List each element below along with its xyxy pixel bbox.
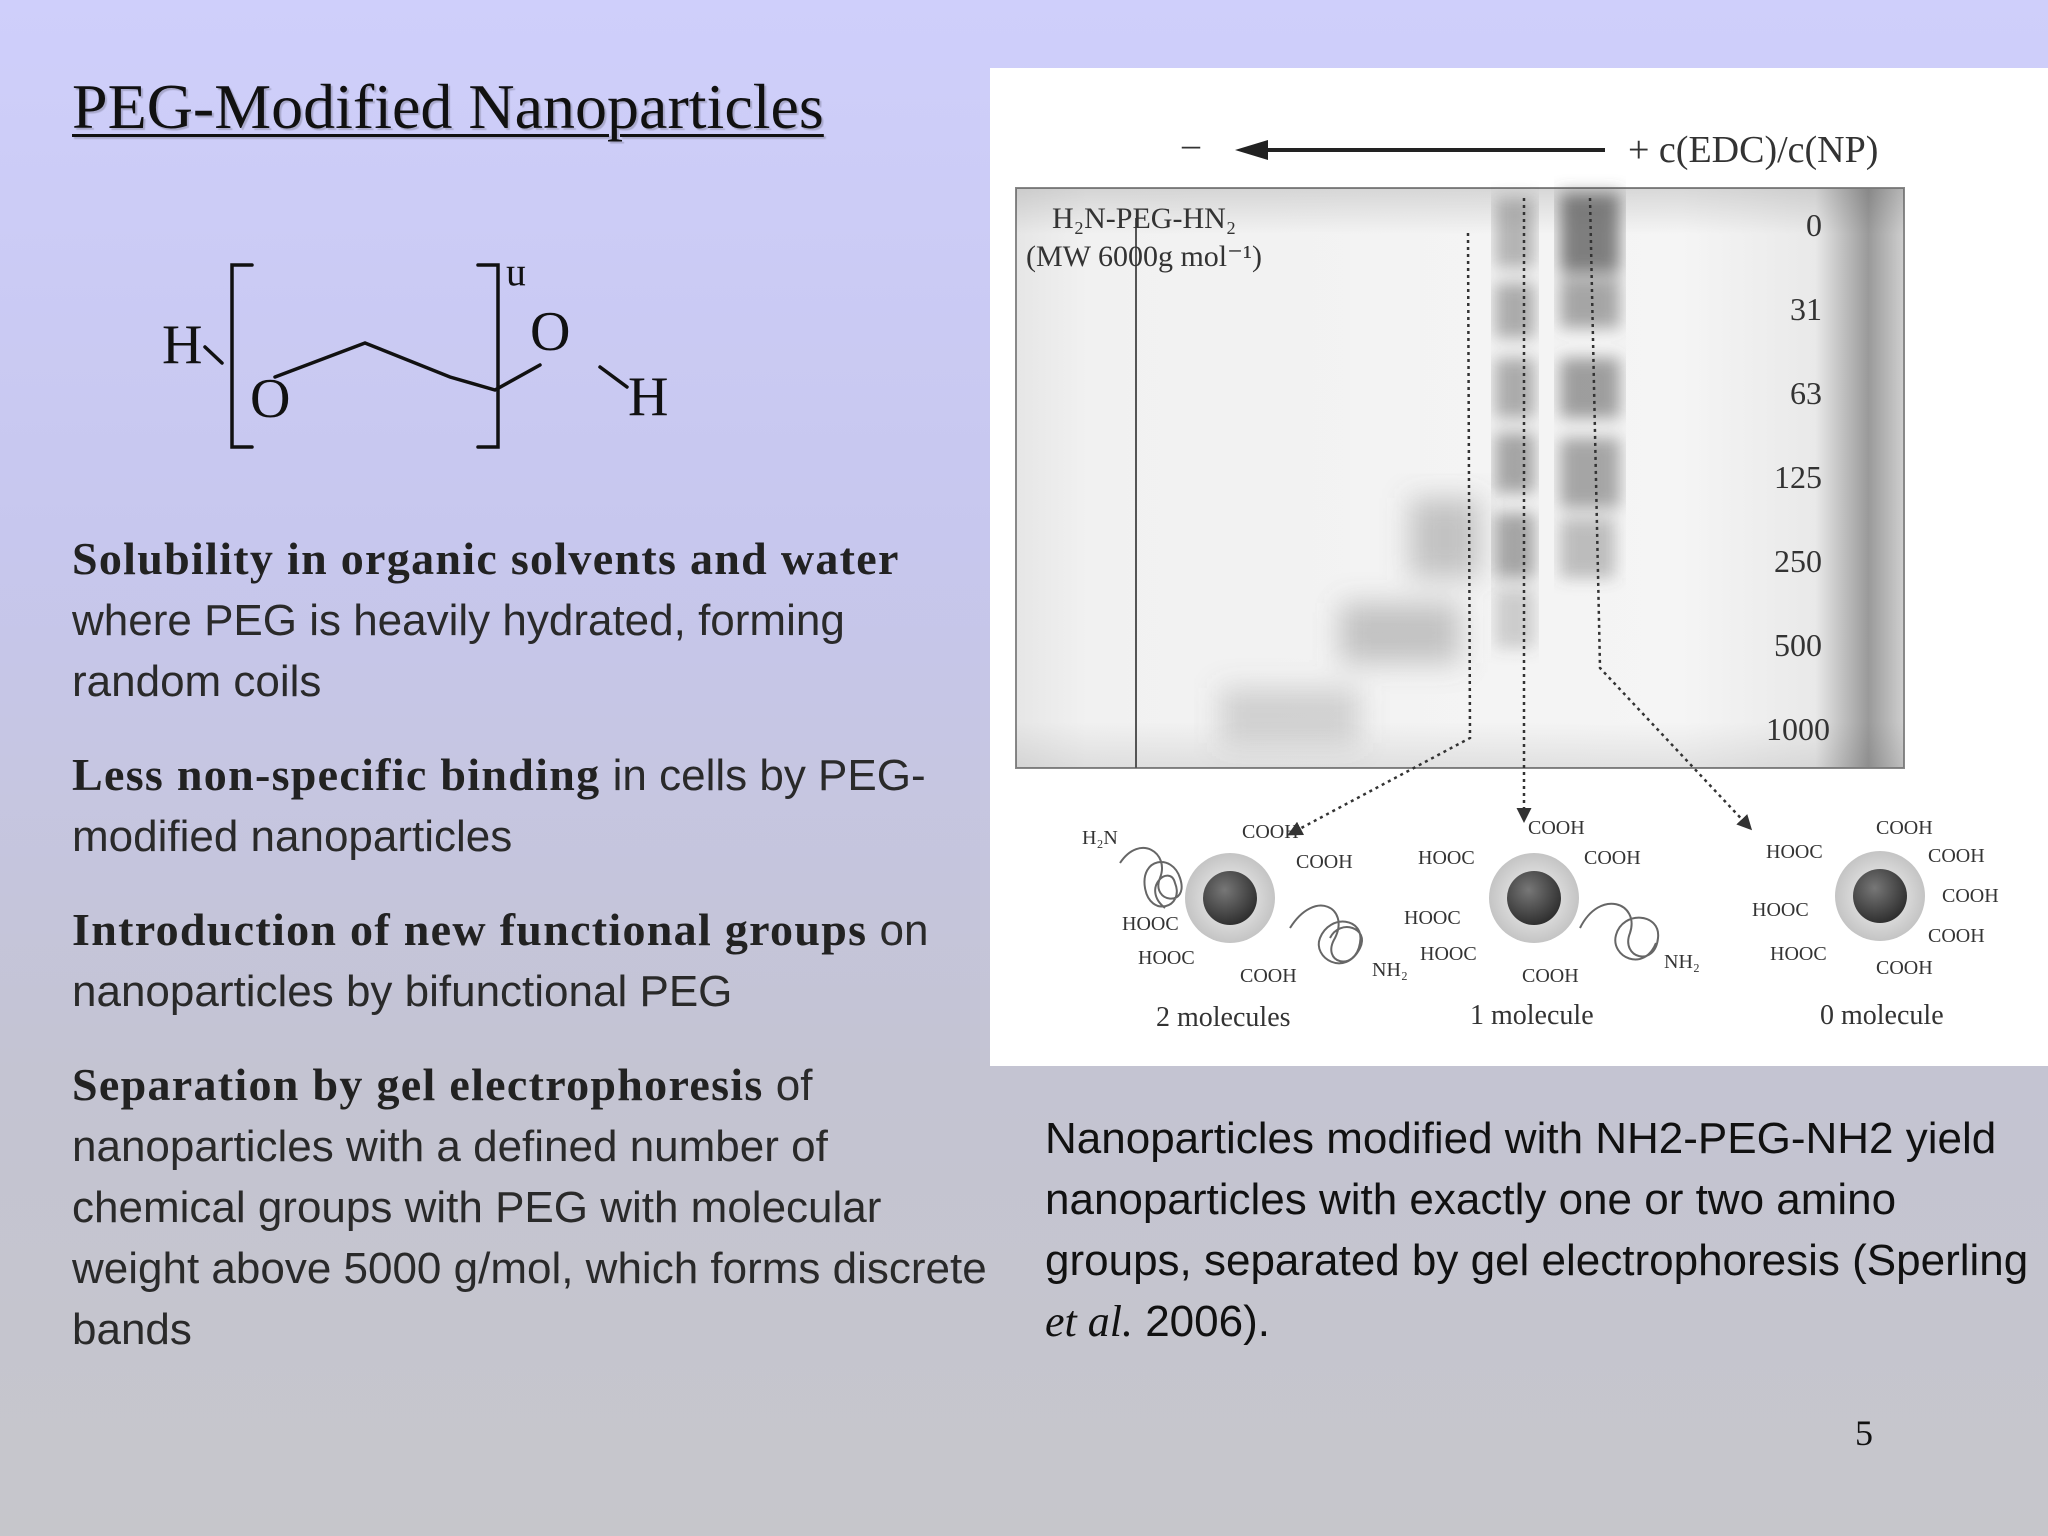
- label-0-molecule: 0 molecule: [1820, 1000, 1944, 1031]
- lane-value: 1000: [1766, 711, 1830, 747]
- svg-text:COOH: COOH: [1240, 965, 1297, 987]
- lane-value: 31: [1790, 291, 1822, 327]
- axis-label: + c(EDC)/c(NP): [1628, 129, 1878, 171]
- svg-text:COOH: COOH: [1242, 821, 1299, 843]
- svg-text:COOH: COOH: [1296, 851, 1353, 873]
- svg-text:HOOC: HOOC: [1752, 899, 1809, 921]
- atom-h-right: H: [628, 366, 668, 428]
- lane-value: 250: [1774, 543, 1822, 579]
- svg-text:H₂N: H₂N: [1082, 827, 1118, 849]
- svg-text:COOH: COOH: [1584, 847, 1641, 869]
- gel-electrophoresis-figure: – + c(EDC)/c(NP): [990, 68, 2048, 1066]
- bullet-list: Solubility in organic solvents and water…: [72, 528, 1002, 1392]
- gel-label-peg: H₂N-PEG-HN₂: [1052, 202, 1236, 235]
- lane-line-2-molecules: [1287, 232, 1472, 836]
- svg-text:COOH: COOH: [1942, 885, 1999, 907]
- atom-o-right: O: [530, 301, 570, 363]
- svg-text:NH₂: NH₂: [1664, 951, 1700, 973]
- nanoparticle-1-molecule: HOOC COOH COOH HOOC HOOC COOH NH₂ 1 mole…: [1404, 817, 1700, 1031]
- nanoparticle-2-molecules: H₂N COOH COOH HOOC HOOC COOH NH₂ 2 molec…: [1082, 821, 1408, 1033]
- svg-text:HOOC: HOOC: [1138, 947, 1195, 969]
- svg-text:COOH: COOH: [1876, 817, 1933, 839]
- lane-value: 125: [1774, 459, 1822, 495]
- bullet-item: Separation by gel electrophoresis of nan…: [72, 1059, 987, 1354]
- svg-text:COOH: COOH: [1522, 965, 1579, 987]
- svg-text:HOOC: HOOC: [1420, 943, 1477, 965]
- svg-text:HOOC: HOOC: [1766, 841, 1823, 863]
- svg-text:COOH: COOH: [1528, 817, 1585, 839]
- bullet-item: Solubility in organic solvents and water…: [72, 533, 900, 706]
- svg-text:COOH: COOH: [1928, 925, 1985, 947]
- svg-text:HOOC: HOOC: [1404, 907, 1461, 929]
- lane-value: 0: [1806, 207, 1822, 243]
- svg-text:NH₂: NH₂: [1372, 959, 1408, 981]
- bullet-item: Introduction of new functional groups on…: [72, 904, 929, 1016]
- gel-label-mw: (MW 6000g mol⁻¹): [1026, 240, 1262, 273]
- label-2-molecules: 2 molecules: [1156, 1002, 1291, 1033]
- atom-h-left: H: [162, 314, 202, 376]
- svg-text:COOH: COOH: [1876, 957, 1933, 979]
- bullet-item: Less non-specific binding in cells by PE…: [72, 749, 926, 861]
- caption-italic: et al.: [1045, 1297, 1133, 1346]
- peg-structure-diagram: H O O H n: [162, 258, 668, 449]
- label-1-molecule: 1 molecule: [1470, 1000, 1594, 1031]
- atom-o-left: O: [250, 368, 290, 430]
- nanoparticle-0-molecule: HOOC COOH COOH HOOC COOH COOH HOOC COOH …: [1752, 817, 1999, 1031]
- lane-value: 500: [1774, 627, 1822, 663]
- minus-sign: –: [1181, 124, 1201, 164]
- lane-value: 63: [1790, 375, 1822, 411]
- svg-text:HOOC: HOOC: [1122, 913, 1179, 935]
- svg-text:COOH: COOH: [1928, 845, 1985, 867]
- subscript-n: n: [506, 258, 526, 303]
- page-number: 5: [1855, 1413, 1873, 1453]
- lane-line-0-molecule: [1588, 197, 1753, 831]
- svg-text:HOOC: HOOC: [1418, 847, 1475, 869]
- slide-title: PEG-Modified Nanoparticles: [72, 71, 824, 142]
- concentration-labels: 0 31 63 125 250 500 1000: [1766, 207, 1830, 747]
- svg-text:HOOC: HOOC: [1770, 943, 1827, 965]
- arrow-head: [1235, 140, 1268, 160]
- figure-caption: Nanoparticles modified with NH2-PEG-NH2 …: [1045, 1114, 2029, 1346]
